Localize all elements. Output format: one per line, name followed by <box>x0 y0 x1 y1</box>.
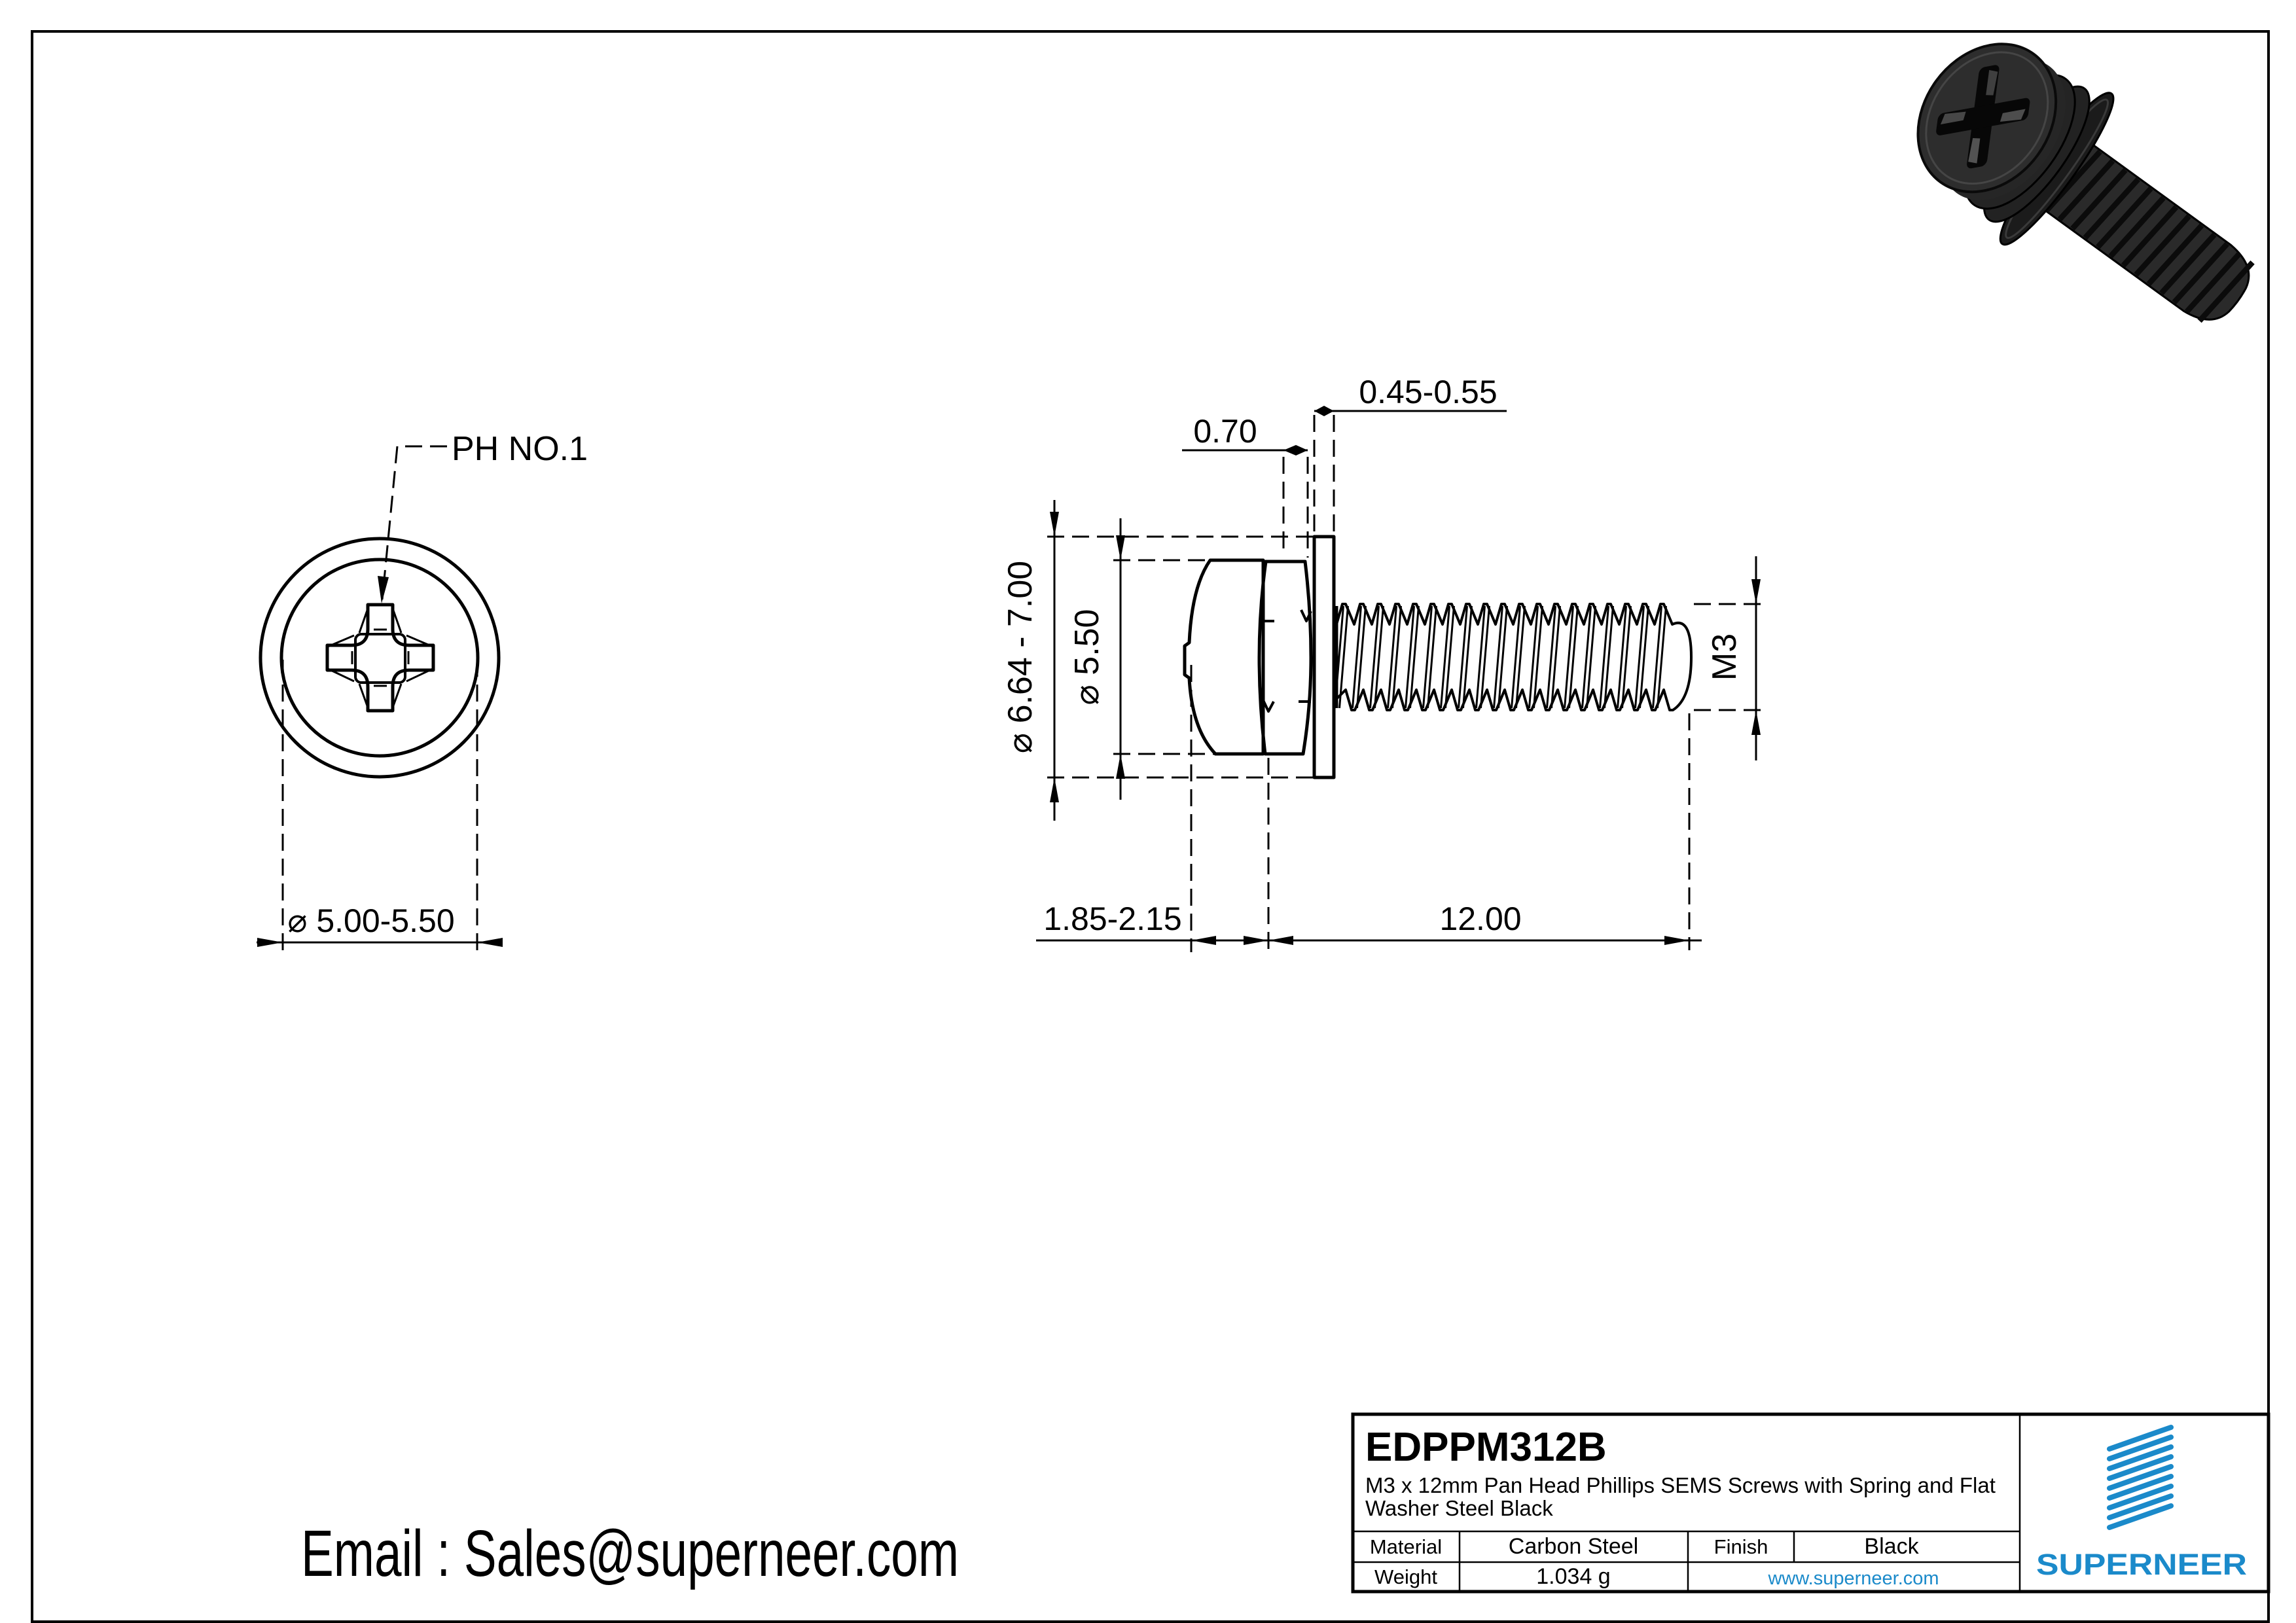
phillips-recess-3d-icon <box>1936 65 2030 169</box>
washer-outline-circle <box>259 537 501 779</box>
website-link[interactable]: www.superneer.com <box>1767 1568 1939 1589</box>
weight-value: 1.034 g <box>1536 1564 1610 1589</box>
part-description-line2: Washer Steel Black <box>1365 1496 1553 1520</box>
screw-length-dim-text: 12.00 <box>1439 901 1521 937</box>
material-value: Carbon Steel <box>1509 1534 1638 1559</box>
logo-stripes-icon <box>2107 1425 2174 1530</box>
spring-washer-profile <box>1257 560 1313 756</box>
finish-value: Black <box>1864 1534 1919 1559</box>
phillips-size-label: PH NO.1 <box>452 430 588 468</box>
washer-od-dimension: ⌀ 6.64 - 7.00 <box>1001 500 1316 821</box>
spring-washer-dimension: 0.70 <box>1182 413 1309 558</box>
length-dimensions: 1.85-2.15 12.00 <box>1036 665 1702 952</box>
title-block-gridlines <box>1353 1414 2021 1592</box>
washer-od-dim-text: ⌀ 6.64 - 7.00 <box>1001 561 1039 753</box>
thread-ribs-3d <box>2045 149 2255 323</box>
phillips-recess-icon <box>325 603 435 713</box>
threaded-shank <box>1334 603 1693 711</box>
spring-washer-dim-text: 0.70 <box>1193 413 1257 450</box>
head-diameter-dim-text: ⌀ 5.00-5.50 <box>287 902 454 939</box>
contact-email-text: Email : Sales@superneer.com <box>301 1517 959 1590</box>
page-border <box>31 30 2270 1623</box>
head-height-dim-text: 1.85-2.15 <box>1043 901 1181 937</box>
part-description-line1: M3 x 12mm Pan Head Phillips SEMS Screws … <box>1365 1473 1996 1497</box>
title-block-border <box>1351 1412 2270 1594</box>
weight-label: Weight <box>1374 1565 1437 1588</box>
flat-washer-profile <box>1312 535 1336 779</box>
material-label: Material <box>1370 1535 1442 1558</box>
screw-3d-render <box>1916 43 2255 323</box>
leader-line <box>381 445 447 600</box>
finish-label: Finish <box>1714 1535 1768 1558</box>
head-od-dimension: ⌀ 5.50 <box>1068 518 1215 800</box>
thread-size-dim-text: M3 <box>1706 633 1744 681</box>
head-outline-circle <box>279 558 480 758</box>
part-number: EDPPM312B <box>1365 1425 1607 1470</box>
brand-name: SUPERNEER <box>2036 1548 2247 1581</box>
flat-washer-dim-text: 0.45-0.55 <box>1359 374 1497 410</box>
leader-arrow-icon <box>378 576 389 603</box>
head-od-dim-text: ⌀ 5.50 <box>1068 609 1106 705</box>
flat-washer-dimension: 0.45-0.55 <box>1313 374 1507 531</box>
pan-head-profile <box>1183 558 1265 756</box>
thread-size-dimension: M3 <box>1694 556 1767 760</box>
thread-crest-lines <box>1334 605 1667 709</box>
front-view: PH NO.1 ⌀ 5.00-5.50 <box>257 430 588 954</box>
title-block: EDPPM312B M3 x 12mm Pan Head Phillips SE… <box>1351 1412 2270 1594</box>
side-view: ⌀ 6.64 - 7.00 ⌀ 5.50 0.70 0.45-0.55 <box>1001 374 1767 952</box>
